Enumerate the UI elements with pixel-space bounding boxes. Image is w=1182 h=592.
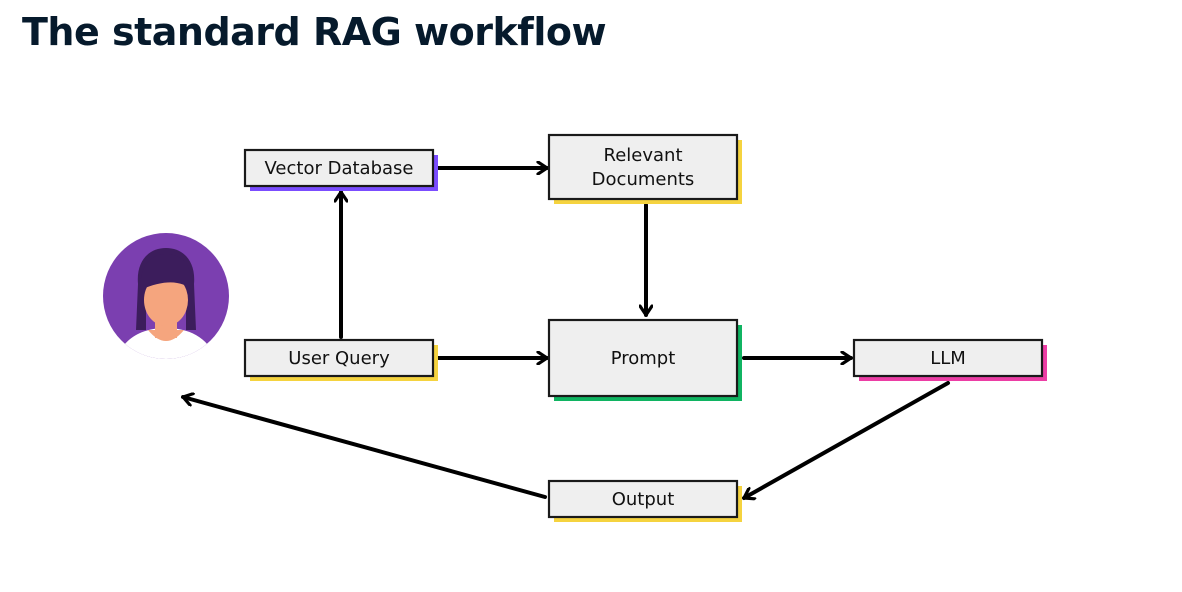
vector-database-label: Vector Database [265,158,414,179]
node-prompt: Prompt [547,318,742,401]
output-label: Output [612,489,675,510]
user-query-box [243,338,435,378]
node-llm: LLM [852,338,1047,381]
relevant-documents-label-line2: Documents [592,169,695,190]
prompt-box [547,318,739,398]
edge-llm-to-output [742,381,950,498]
vector-database-box [243,148,435,188]
llm-label: LLM [930,348,966,369]
user-query-label: User Query [288,348,390,369]
relevant-documents-box [547,133,739,201]
avatar-face [144,274,188,326]
relevant-documents-label-line1: Relevant [604,145,683,166]
node-vector-database: Vector Database [243,148,438,191]
avatar-bangs [140,254,193,290]
page-title: The standard RAG workflow [22,10,607,54]
node-output: Output [547,479,742,522]
edges [181,168,950,499]
user-avatar-icon [103,233,229,359]
node-relevant-documents: Relevant Documents [547,133,742,204]
prompt-label: Prompt [611,348,676,369]
avatar-shirt [112,328,220,359]
llm-box [852,338,1044,378]
output-box [547,479,739,519]
node-user-query: User Query [243,338,438,381]
avatar-collar [148,330,184,341]
edge-output-to-user [181,397,547,499]
